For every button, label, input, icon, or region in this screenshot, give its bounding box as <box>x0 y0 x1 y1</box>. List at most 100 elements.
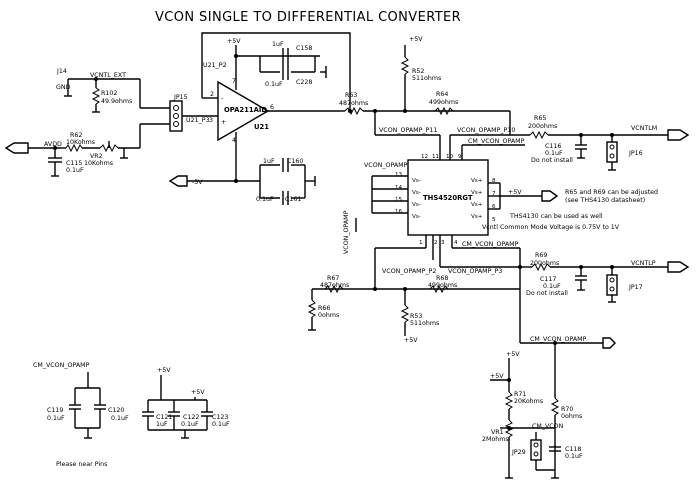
c123-value: 0.1uF <box>212 421 230 428</box>
c160-ref: C160 <box>287 158 303 165</box>
r63-value: 487ohms <box>339 100 368 107</box>
r102-value: 49.9ohms <box>101 98 132 105</box>
svg-text:6: 6 <box>492 204 496 210</box>
divider-vplus-top: +5V <box>506 351 520 358</box>
r52-value: 511ohms <box>412 75 441 82</box>
c115-ref: C115 <box>66 160 82 167</box>
r69-ref: R69 <box>535 252 547 259</box>
r68-ref: R68 <box>436 275 448 282</box>
jp15-ref: JP15 <box>173 94 188 101</box>
c161-value: 0.1uF <box>256 196 274 203</box>
svg-text:Vs+: Vs+ <box>471 214 483 220</box>
net-p2-label: VCON_OPAMP_P2 <box>382 268 436 275</box>
r62-value: 10Kohms <box>66 139 95 146</box>
r65-ref: R65 <box>534 115 546 122</box>
top-network: R63 487ohms +5V R52 511ohms R64 499ohms … <box>339 36 515 160</box>
j14-gnd: GND <box>56 84 71 91</box>
net-vcntlm: VCNTLM <box>631 125 657 132</box>
note-r65-r69-b: (see THS4130 datasheet) <box>565 197 645 204</box>
svg-text:3: 3 <box>441 240 445 246</box>
svg-text:11: 11 <box>432 154 440 160</box>
svg-text:9: 9 <box>458 154 462 160</box>
r64-value: 499ohms <box>429 99 458 106</box>
c158-ref: C158 <box>296 45 312 52</box>
vcntlp-port <box>667 261 690 273</box>
avdd-port <box>4 142 29 154</box>
c123-ref: C123 <box>212 414 228 421</box>
svg-text:4: 4 <box>454 240 458 246</box>
svg-text:10: 10 <box>446 154 454 160</box>
ths-plus5-label: +5V <box>508 189 522 196</box>
c119-ref: C119 <box>47 407 63 414</box>
cm-divider: CM_VCON_OPAMP +5V +5V R71 20Kohms VR1 2M… <box>482 289 616 479</box>
svg-text:Vs-: Vs- <box>412 190 421 196</box>
r65-value: 200ohms <box>528 123 557 130</box>
r70-ref: R70 <box>561 406 573 413</box>
vr1-value: 2Mohms <box>482 436 509 443</box>
c117-value: 0.1uF <box>543 283 561 290</box>
opamp-symbol <box>217 80 270 142</box>
ths-plus5-port <box>541 190 559 202</box>
svg-text:Vs+: Vs+ <box>471 178 483 184</box>
svg-text:12: 12 <box>421 154 428 160</box>
r71-value: 20Kohms <box>514 398 543 405</box>
r70-value: 0ohms <box>561 413 582 420</box>
r62-ref: R62 <box>70 132 82 139</box>
svg-text:1: 1 <box>419 240 423 246</box>
c120-ref: C120 <box>108 407 124 414</box>
svg-text:-: - <box>221 95 223 102</box>
net-vcntlp: VCNTLP <box>631 260 656 267</box>
svg-text:13: 13 <box>395 172 403 178</box>
svg-text:3: 3 <box>209 117 213 124</box>
opamp-name: OPA211AID <box>224 106 267 114</box>
vr1-ref: VR1 <box>491 429 504 436</box>
c161-ref: C161 <box>285 196 301 203</box>
jp17-ref: JP17 <box>628 284 643 291</box>
divider-vplus-left: +5V <box>490 373 504 380</box>
c158-value: 1uF <box>272 41 284 48</box>
vcon-opamp-vertical: VCON_OPAMP <box>343 210 350 254</box>
r102-ref: R102 <box>101 90 117 97</box>
c228-ref: C228 <box>296 79 312 86</box>
c122-value: 0.1uF <box>181 421 199 428</box>
svg-text:Vs+: Vs+ <box>471 202 483 208</box>
opamp-u21: 2 - + 3 6 7 4 OPA211AID U21 +5V -5V U21_… <box>168 32 352 205</box>
c116-dni: Do not install <box>531 157 573 164</box>
c121-ref: C121 <box>156 414 172 421</box>
svg-text:4: 4 <box>232 137 236 144</box>
c121-vplus: +5V <box>157 367 171 374</box>
vcntlm-output: R65 200ohms VCNTLM C116 0.1uF Do not ins… <box>510 115 690 171</box>
r53-ref: R53 <box>410 313 422 320</box>
c118-value: 0.1uF <box>565 453 583 460</box>
vcon-opamp-label: VCON_OPAMP <box>364 162 408 169</box>
minus5v-port <box>168 175 188 187</box>
r67-value: 487ohms <box>320 282 349 289</box>
cm-port <box>602 337 616 349</box>
minus5v-label: -5V <box>192 179 203 186</box>
c228-value: 0.1uF <box>265 81 283 88</box>
c122-ref: C122 <box>183 414 199 421</box>
c115-value: 0.1uF <box>66 167 84 174</box>
r71-ref: R71 <box>514 391 526 398</box>
note-r65-r69-a: R65 and R69 can be adjusted <box>565 189 658 196</box>
svg-text:8: 8 <box>492 178 496 184</box>
c160-value: 1uF <box>263 158 275 165</box>
svg-text:6: 6 <box>270 104 274 111</box>
note-ths4130: THS4130 can be used as well <box>509 213 603 220</box>
jp16-ref: JP16 <box>628 150 643 157</box>
c119-value: 0.1uF <box>47 415 65 422</box>
jp29-ref: JP29 <box>511 449 526 456</box>
svg-text:14: 14 <box>395 185 403 191</box>
c116-value: 0.1uF <box>545 150 563 157</box>
r68-value: 499ohms <box>428 282 457 289</box>
svg-text:+: + <box>221 119 226 126</box>
r53-vplus-label: +5V <box>404 337 418 344</box>
r64-ref: R64 <box>436 91 448 98</box>
r69-value: 200ohms <box>530 260 559 267</box>
r66-ref: R66 <box>318 305 330 312</box>
net-p11-label: VCON_OPAMP_P11 <box>379 127 437 134</box>
c118-ref: C118 <box>565 446 581 453</box>
net-p10-label: VCON_OPAMP_P10 <box>457 127 515 134</box>
r66-value: 0ohms <box>318 312 339 319</box>
ths-name: THS4520RGT <box>423 194 473 202</box>
